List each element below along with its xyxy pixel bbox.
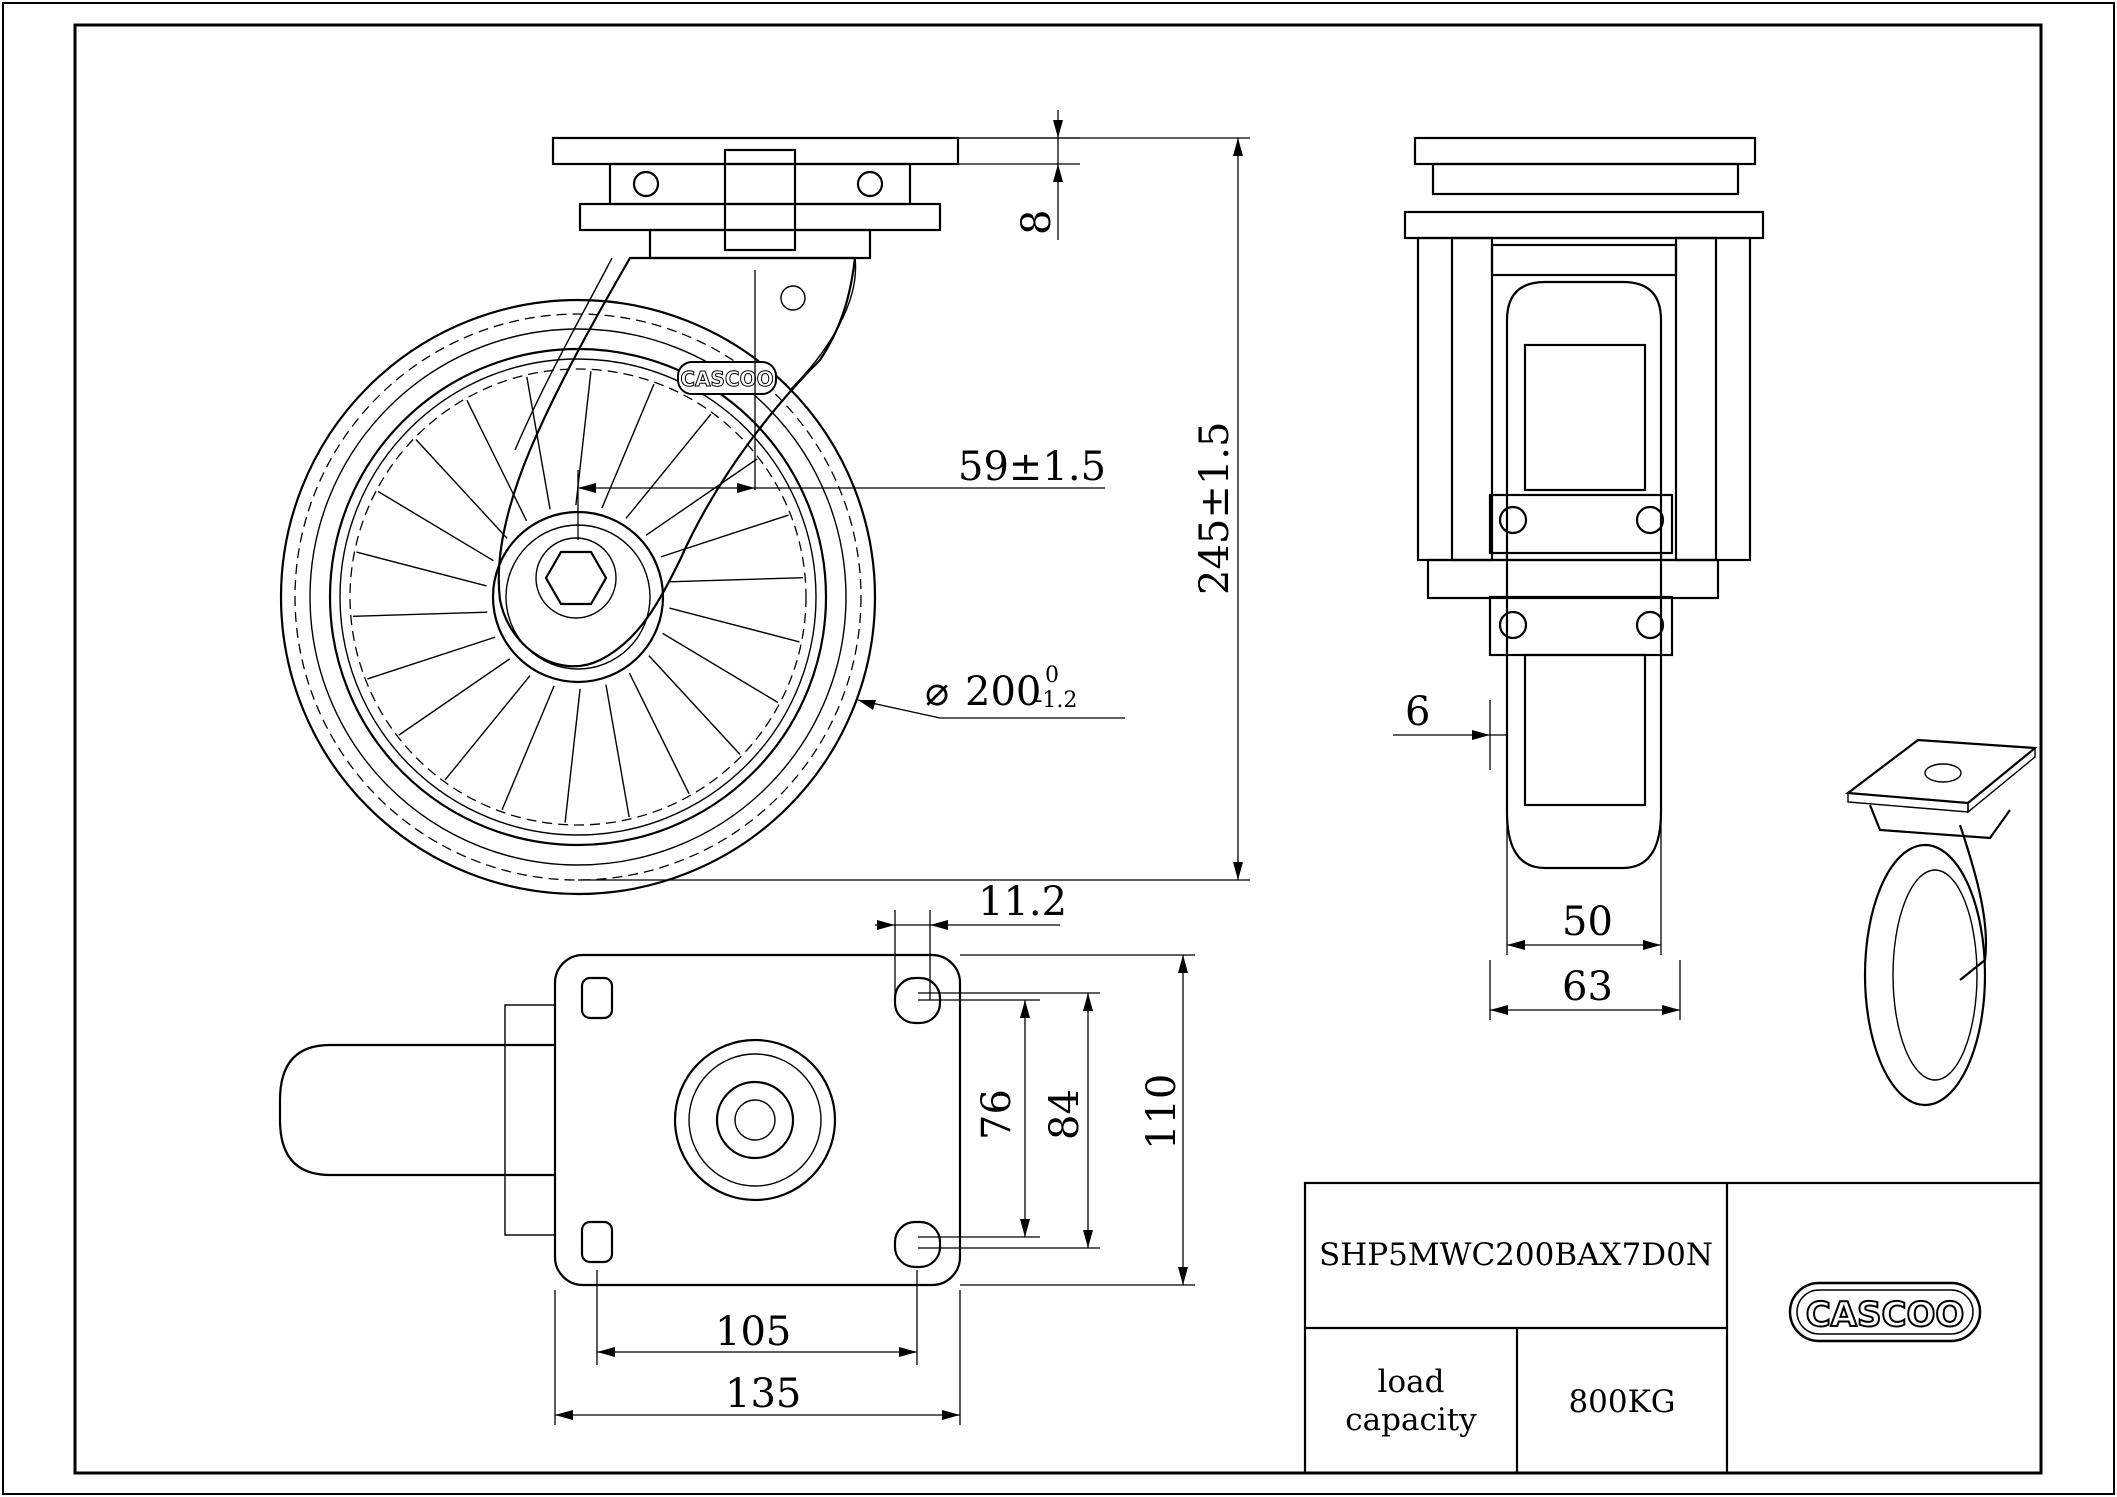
dim-top-height: 8 — [1014, 210, 1060, 235]
dim-wheel-diameter: 200 — [965, 669, 1041, 715]
spoke — [352, 611, 488, 618]
spoke — [668, 576, 804, 583]
isometric-view — [1845, 738, 2038, 1107]
load-label-line1: load — [1378, 1364, 1445, 1400]
spoke — [669, 607, 800, 643]
dim-hole-spacing-small: 76 — [974, 1089, 1020, 1140]
dim-plate-width: 110 — [1139, 1074, 1185, 1150]
spoke — [601, 383, 655, 509]
title-block — [1303, 1181, 2043, 1475]
spoke — [444, 675, 531, 781]
spoke — [501, 685, 555, 811]
spoke — [662, 632, 779, 704]
spoke — [625, 413, 712, 519]
side-view: CASCOO — [279, 110, 1250, 896]
top-view — [278, 910, 1195, 1425]
spoke — [660, 514, 789, 558]
wheel-spokes — [352, 371, 804, 823]
dim-offset: 59±1.5 — [958, 444, 1106, 490]
brand-logo-text: CASCOO — [1806, 1295, 1965, 1335]
part-number: SHP5MWC200BAX7D0N — [1319, 1237, 1713, 1273]
spoke — [526, 376, 551, 510]
spoke — [605, 684, 630, 818]
dim-tread-gap: 6 — [1405, 689, 1430, 735]
spoke — [356, 551, 487, 587]
dim-diameter-symbol: ⌀ — [925, 669, 949, 715]
spoke — [415, 439, 508, 539]
spoke — [466, 399, 528, 522]
dim-bolt-slot: 11.2 — [978, 879, 1067, 925]
spoke — [398, 658, 511, 736]
fork-logo-text: CASCOO — [680, 367, 773, 391]
fork-logo-frame — [677, 361, 777, 395]
dim-hole-spacing-x: 105 — [715, 1309, 791, 1355]
inner-border — [73, 23, 2043, 1475]
dim-fork-width: 63 — [1562, 964, 1613, 1010]
spoke — [367, 636, 496, 680]
load-value: 800KG — [1568, 1384, 1675, 1420]
dim-plate-length: 135 — [725, 1371, 801, 1417]
spoke — [648, 655, 741, 755]
spoke — [564, 688, 581, 823]
dim-wheel-width: 50 — [1562, 899, 1613, 945]
spoke — [628, 672, 690, 795]
dim-wheel-tol-upper: 0 — [1045, 663, 1059, 688]
front-view — [1393, 136, 1765, 1020]
dim-hole-spacing-large: 84 — [1042, 1089, 1088, 1140]
spoke — [645, 458, 758, 536]
dim-total-height: 245±1.5 — [1192, 422, 1238, 595]
spoke — [377, 490, 494, 562]
load-label-line2: capacity — [1345, 1402, 1477, 1438]
dim-wheel-tol-lower: -1.2 — [1035, 688, 1077, 713]
brand-logo-frame — [1788, 1281, 1982, 1343]
